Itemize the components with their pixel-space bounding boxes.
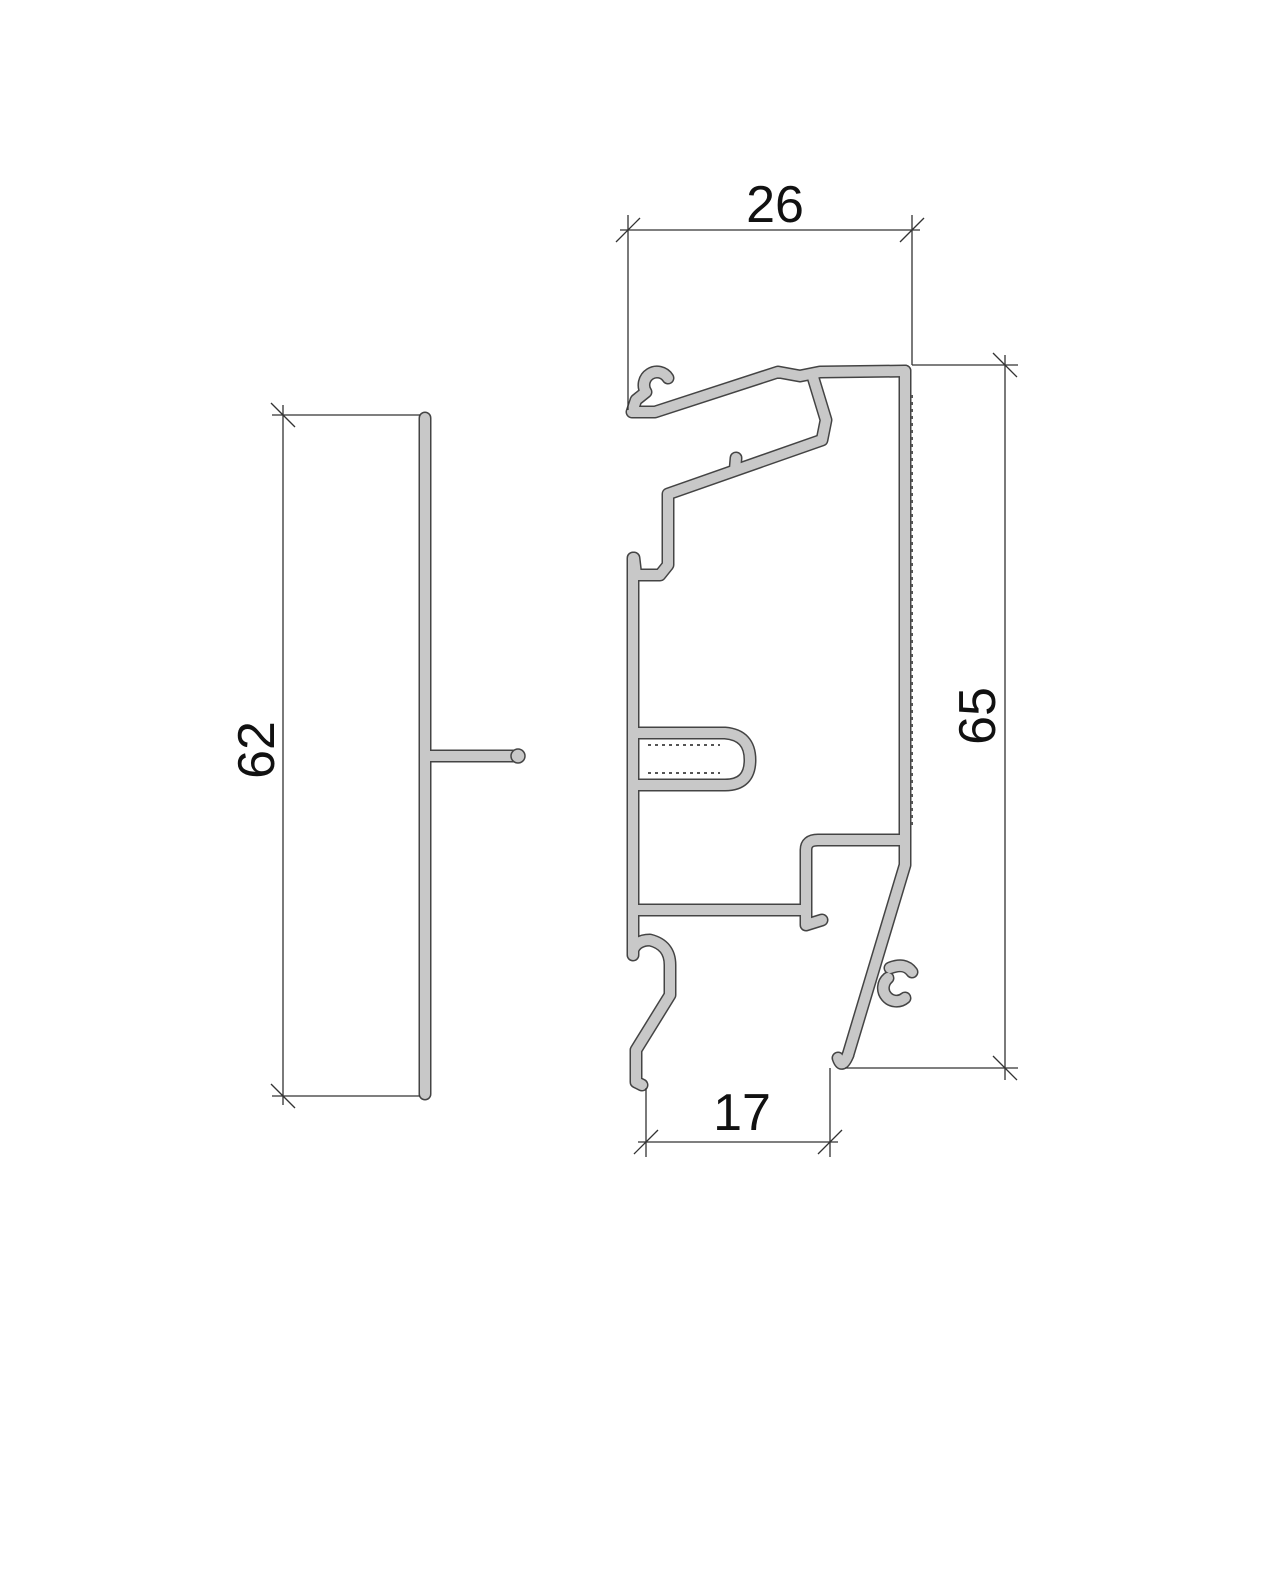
dimension-opening: 17 — [633, 1068, 843, 1157]
main-profile — [632, 371, 912, 1085]
dimension-label-17: 17 — [713, 1084, 771, 1142]
dimension-width: 26 — [615, 176, 925, 410]
serrated-channel — [648, 744, 720, 774]
dimension-height: 65 — [845, 352, 1018, 1081]
dimension-cover-height: 62 — [228, 402, 420, 1109]
cover-profile — [425, 418, 526, 1094]
dimension-label-26: 26 — [746, 176, 804, 234]
dimension-label-65: 65 — [949, 687, 1007, 745]
dimension-label-62: 62 — [228, 721, 286, 779]
